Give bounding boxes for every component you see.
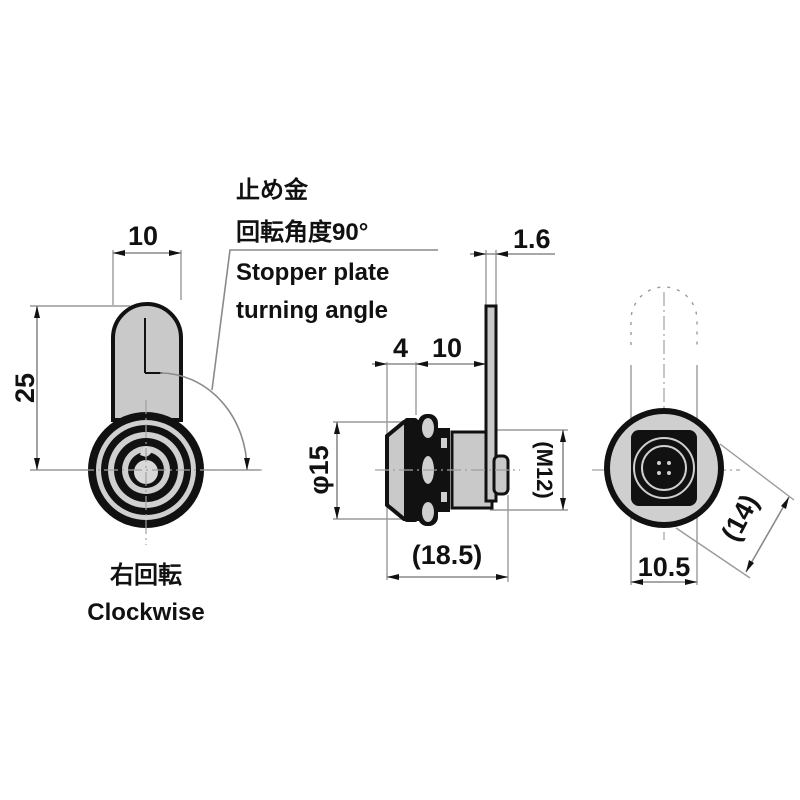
rotation-jp: 右回転 xyxy=(110,562,182,589)
stopper-en-line1: Stopper plate xyxy=(236,259,389,286)
stopper-annotation: 止め金 回転角度90° Stopper plate turning angle xyxy=(211,176,438,391)
arrow-icon xyxy=(474,251,508,257)
cam-plate xyxy=(111,302,183,422)
leader-line xyxy=(211,249,438,391)
front-width-dim: 10 xyxy=(128,221,158,251)
across-dim: (14) xyxy=(716,490,765,546)
front-view: 10 25 右回転 Clockwise xyxy=(10,221,262,626)
hex-nut xyxy=(631,430,697,506)
stopper-jp-line2: 回転角度90° xyxy=(236,218,368,246)
side-view: 1.6 4 10 φ15 (M12) (18.5) xyxy=(304,224,568,582)
arrow-icon xyxy=(244,458,250,470)
diameter-dim: φ15 xyxy=(304,445,334,494)
cam-plate-side xyxy=(484,304,498,503)
arrow-icon xyxy=(746,497,789,572)
arrow-icon xyxy=(375,361,486,367)
thread-dim: (M12) xyxy=(532,441,557,498)
flange-dim: 4 xyxy=(393,333,408,363)
nut xyxy=(492,454,510,496)
front-height-dim: 25 xyxy=(10,373,40,403)
rotation-en: Clockwise xyxy=(87,599,204,626)
stopper-jp-line1: 止め金 xyxy=(236,176,309,204)
offset-dim: 10 xyxy=(432,333,462,363)
plate-thickness-dim: 1.6 xyxy=(513,224,551,254)
arrow-icon xyxy=(334,422,340,519)
stopper-en-line2: turning angle xyxy=(236,297,388,324)
flat-width-dim: 10.5 xyxy=(638,552,691,582)
length-dim: (18.5) xyxy=(412,540,483,570)
rear-view: 10.5 (14) xyxy=(592,286,795,585)
